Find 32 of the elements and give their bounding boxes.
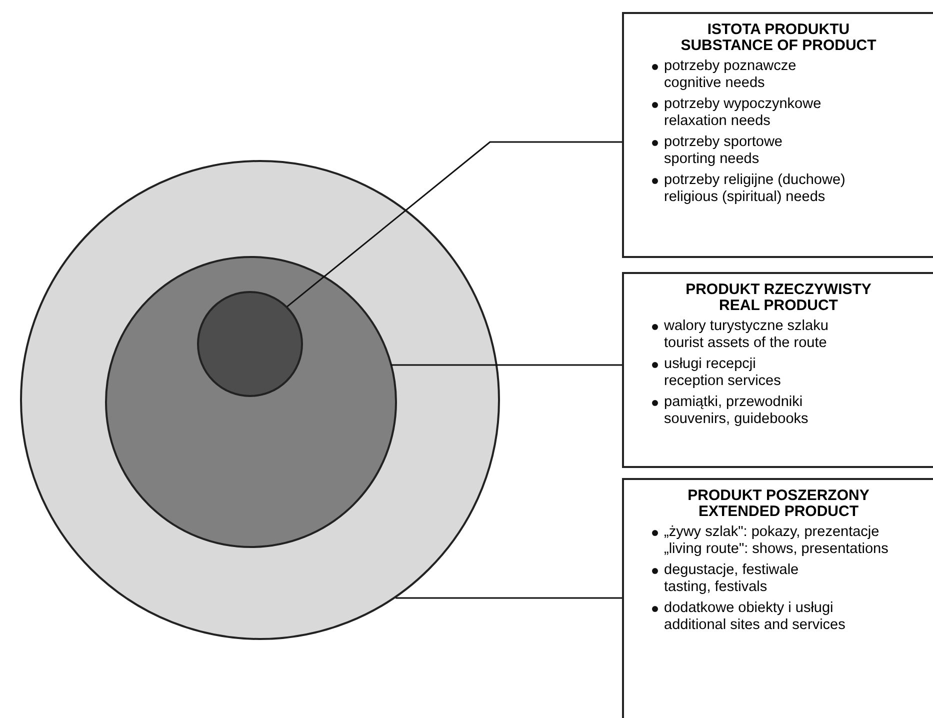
list-item-text: potrzeby poznawcze (664, 58, 796, 74)
box-heading: EXTENDED PRODUCT (697, 504, 860, 520)
list-item-text: reception services (664, 373, 781, 389)
list-item-text: relaxation needs (664, 113, 770, 129)
list-item-text: degustacje, festiwale (664, 562, 799, 578)
list-item-text: „żywy szlak": pokazy, prezentacje (664, 524, 880, 540)
list-item-text: souvenirs, guidebooks (664, 411, 808, 427)
list-item-text: cognitive needs (664, 75, 765, 91)
list-item-text: potrzeby sportowe (664, 134, 782, 150)
leader-line (396, 597, 622, 599)
box-heading: PRODUKT POSZERZONY (686, 488, 870, 504)
info-box (622, 12, 933, 258)
list-item-text: sporting needs (664, 151, 760, 167)
box-heading: SUBSTANCE OF PRODUCT (680, 38, 878, 54)
list-item-text: „living route": shows, presentations (664, 541, 888, 557)
list-item-text: dodatkowe obiekty i usługi (664, 600, 834, 616)
list-item-text: pamiątki, przewodniki (664, 394, 803, 410)
box-heading: PRODUKT RZECZYWISTY (684, 282, 872, 298)
leader-line (390, 364, 622, 366)
list-item-text: tasting, festivals (664, 579, 768, 595)
list-item-text: tourist assets of the route (664, 335, 827, 351)
list-item-text: potrzeby religijne (duchowe) (664, 172, 846, 188)
list-item-text: additional sites and services (664, 617, 846, 633)
list-item-text: religious (spiritual) needs (664, 189, 826, 205)
list-item-text: potrzeby wypoczynkowe (664, 96, 822, 112)
list-item-text: usługi recepcji (664, 356, 756, 372)
info-box (622, 478, 933, 718)
box-heading: REAL PRODUCT (718, 298, 839, 314)
leader-line (286, 141, 622, 308)
info-box (622, 272, 933, 468)
list-item-text: walory turystyczne szlaku (664, 318, 828, 334)
box-heading: ISTOTA PRODUKTU (706, 22, 851, 38)
